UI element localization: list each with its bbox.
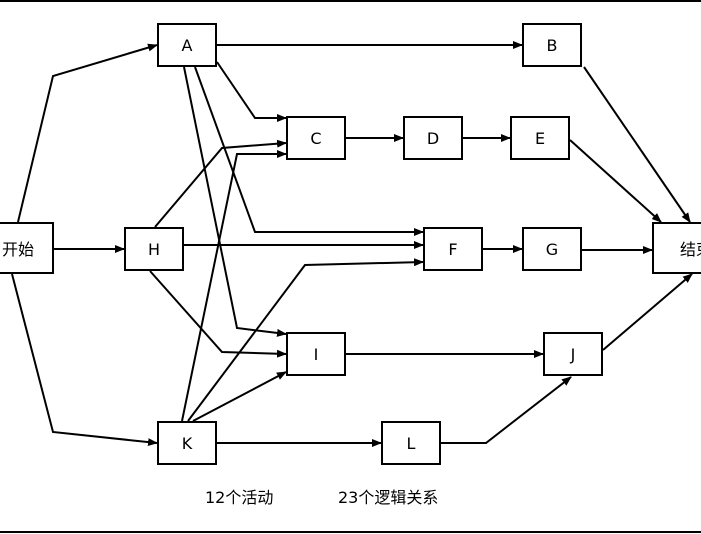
- node-h: H: [124, 227, 184, 271]
- edge-e-to-end: [569, 139, 662, 223]
- edge-k-to-i: [192, 371, 287, 422]
- node-d: D: [403, 116, 463, 160]
- edge-k-to-c: [181, 150, 287, 422]
- top-border: [0, 0, 701, 2]
- edge-start-to-k: [11, 273, 158, 447]
- node-c: C: [286, 116, 346, 160]
- bottom-border: [0, 531, 701, 533]
- edge-k-to-f: [187, 258, 424, 422]
- relation-count-caption: 23个逻辑关系: [338, 488, 439, 507]
- node-l: L: [381, 421, 441, 465]
- edge-a-to-i: [183, 66, 287, 337]
- node-i: I: [286, 332, 346, 376]
- node-end: 结束: [652, 222, 701, 274]
- edge-l-to-j: [441, 376, 572, 444]
- edge-a-to-f: [194, 66, 424, 236]
- node-start: 开始: [0, 222, 54, 274]
- node-j: J: [543, 332, 603, 376]
- edge-b-to-end: [583, 66, 691, 223]
- activity-count-caption: 12个活动: [205, 488, 274, 507]
- node-e: E: [510, 116, 570, 160]
- node-g: G: [522, 227, 582, 271]
- edge-h-to-i: [149, 270, 287, 358]
- edge-j-to-end: [602, 273, 693, 351]
- node-a: A: [157, 23, 217, 67]
- node-b: B: [522, 23, 582, 67]
- node-k: K: [157, 421, 217, 465]
- edge-a-to-c: [216, 61, 287, 122]
- node-f: F: [423, 227, 483, 271]
- edge-start-to-a: [17, 43, 158, 223]
- edge-h-to-c: [154, 139, 287, 228]
